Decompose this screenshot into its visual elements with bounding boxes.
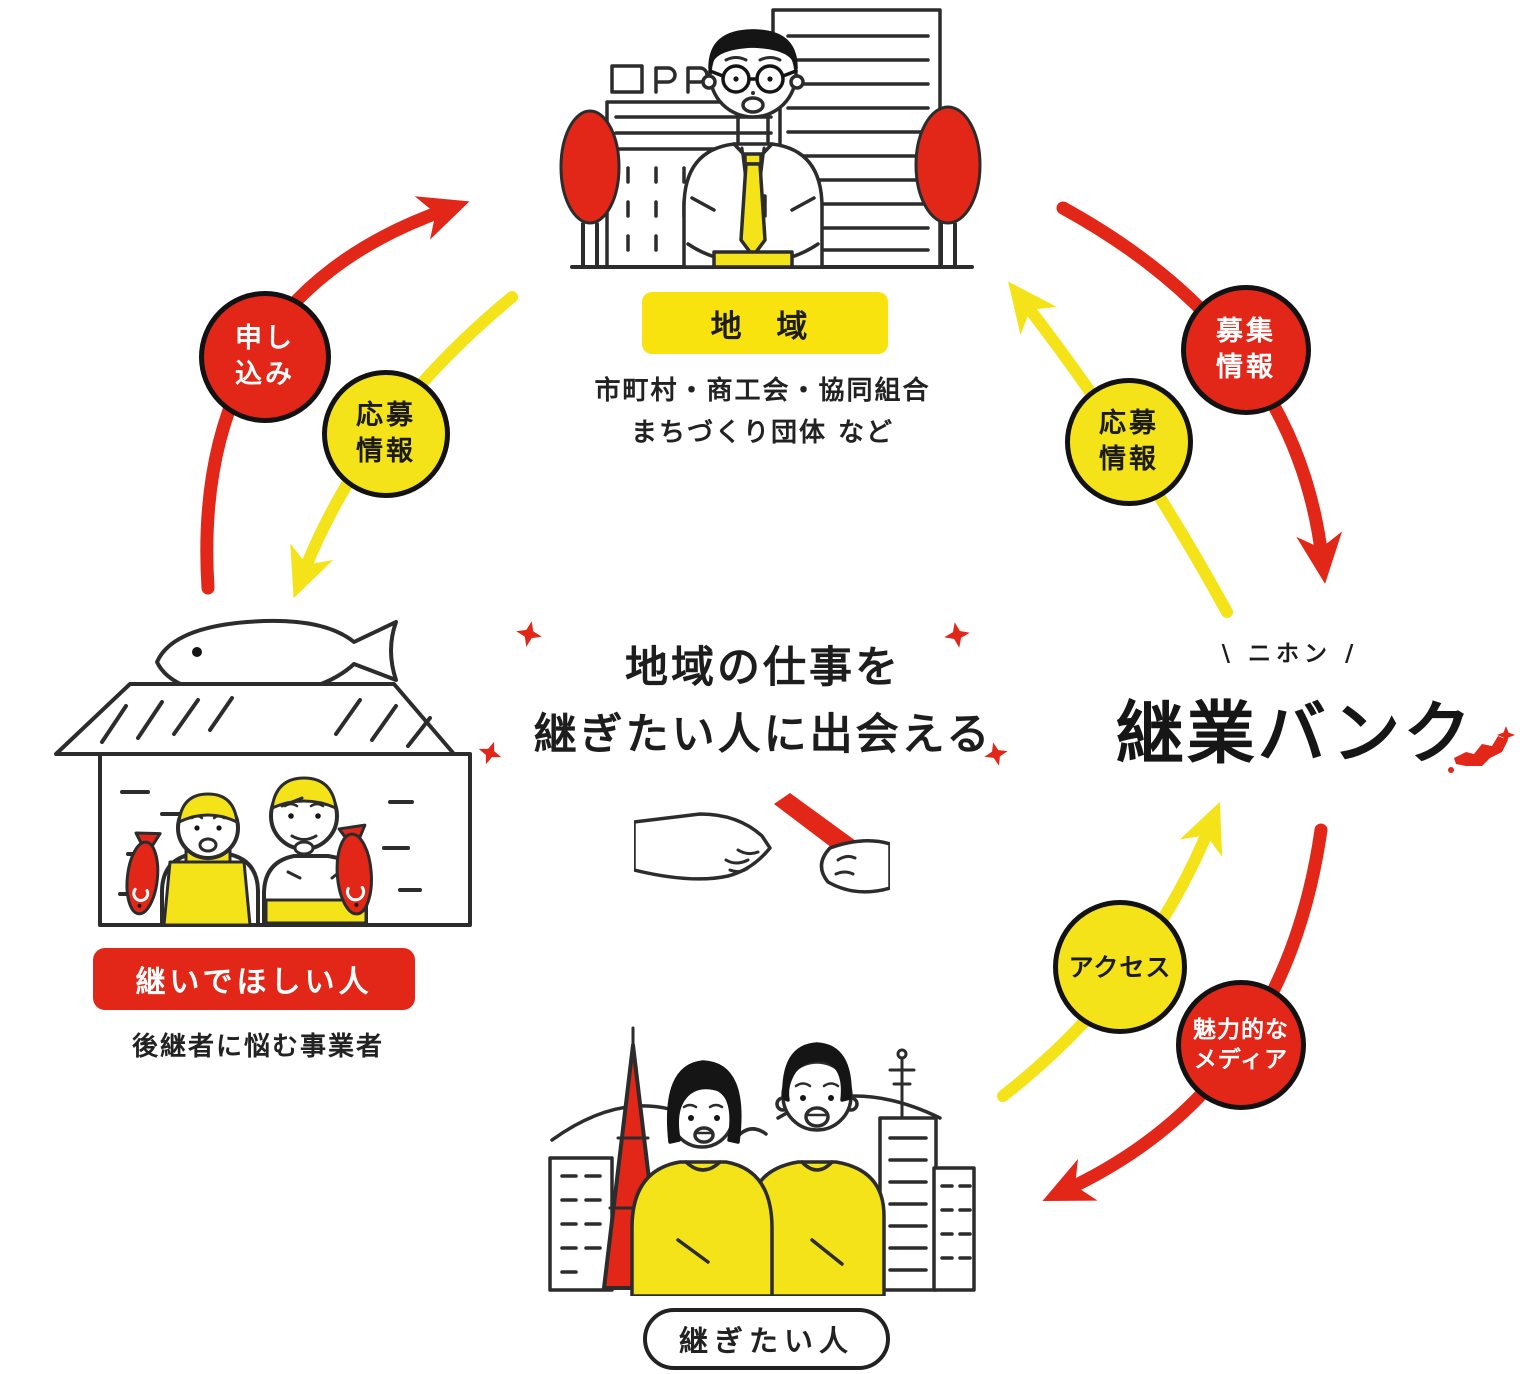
badge-access: アクセス [1053, 900, 1187, 1034]
badge-apply-line2: 込み [235, 359, 295, 390]
sparkle-icon [944, 622, 970, 648]
bank-logo-tagline: \ ニホン / [1221, 641, 1359, 667]
owner-illustration [54, 618, 472, 927]
sparkle-icon [984, 742, 1008, 766]
owner-label: 継いでほしい人 [93, 948, 415, 1010]
badge-attractive-media-line1: 魅力的な [1193, 1016, 1289, 1043]
baton-illustration [634, 793, 890, 894]
badge-recruitment-info-line1: 募集 [1216, 316, 1276, 348]
region-label: 地 域 [642, 292, 888, 354]
owner-desc: 後継者に悩む事業者 [131, 1032, 384, 1062]
center-headline-line1: 地域の仕事を [625, 643, 901, 693]
badge-application-info-left: 応募 情報 [322, 370, 450, 498]
center-headline-line2: 継ぎたい人に出会える [533, 710, 993, 760]
badge-recruitment-info-line2: 情報 [1216, 352, 1276, 383]
seeker-label: 継ぎたい人 [643, 1308, 890, 1370]
region-illustration [559, 8, 982, 269]
badge-access-line1: アクセス [1068, 952, 1172, 982]
region-desc-line1: 市町村・商工会・協同組合 [594, 376, 931, 406]
japan-map-icon [1448, 726, 1515, 773]
badge-application-info-right: 応募 情報 [1065, 378, 1193, 506]
region-desc-line2: まちづくり団体 など [630, 418, 895, 448]
bank-logo: 継業バンク [1115, 695, 1475, 774]
badge-attractive-media: 魅力的な メディア [1176, 980, 1306, 1110]
badge-application-info-left-line1: 応募 [356, 400, 416, 432]
badge-application-info-left-line2: 情報 [356, 436, 416, 467]
sparkle-icon [516, 621, 542, 647]
seeker-illustration [548, 1026, 976, 1296]
sparkle-icon [478, 741, 502, 765]
badge-apply: 申し 込み [199, 291, 331, 423]
badge-apply-line1: 申し [235, 323, 295, 355]
badge-application-info-right-line2: 情報 [1099, 444, 1159, 475]
badge-attractive-media-line2: メディア [1193, 1047, 1289, 1073]
badge-recruitment-info: 募集 情報 [1181, 285, 1311, 415]
badge-application-info-right-line1: 応募 [1099, 408, 1159, 440]
